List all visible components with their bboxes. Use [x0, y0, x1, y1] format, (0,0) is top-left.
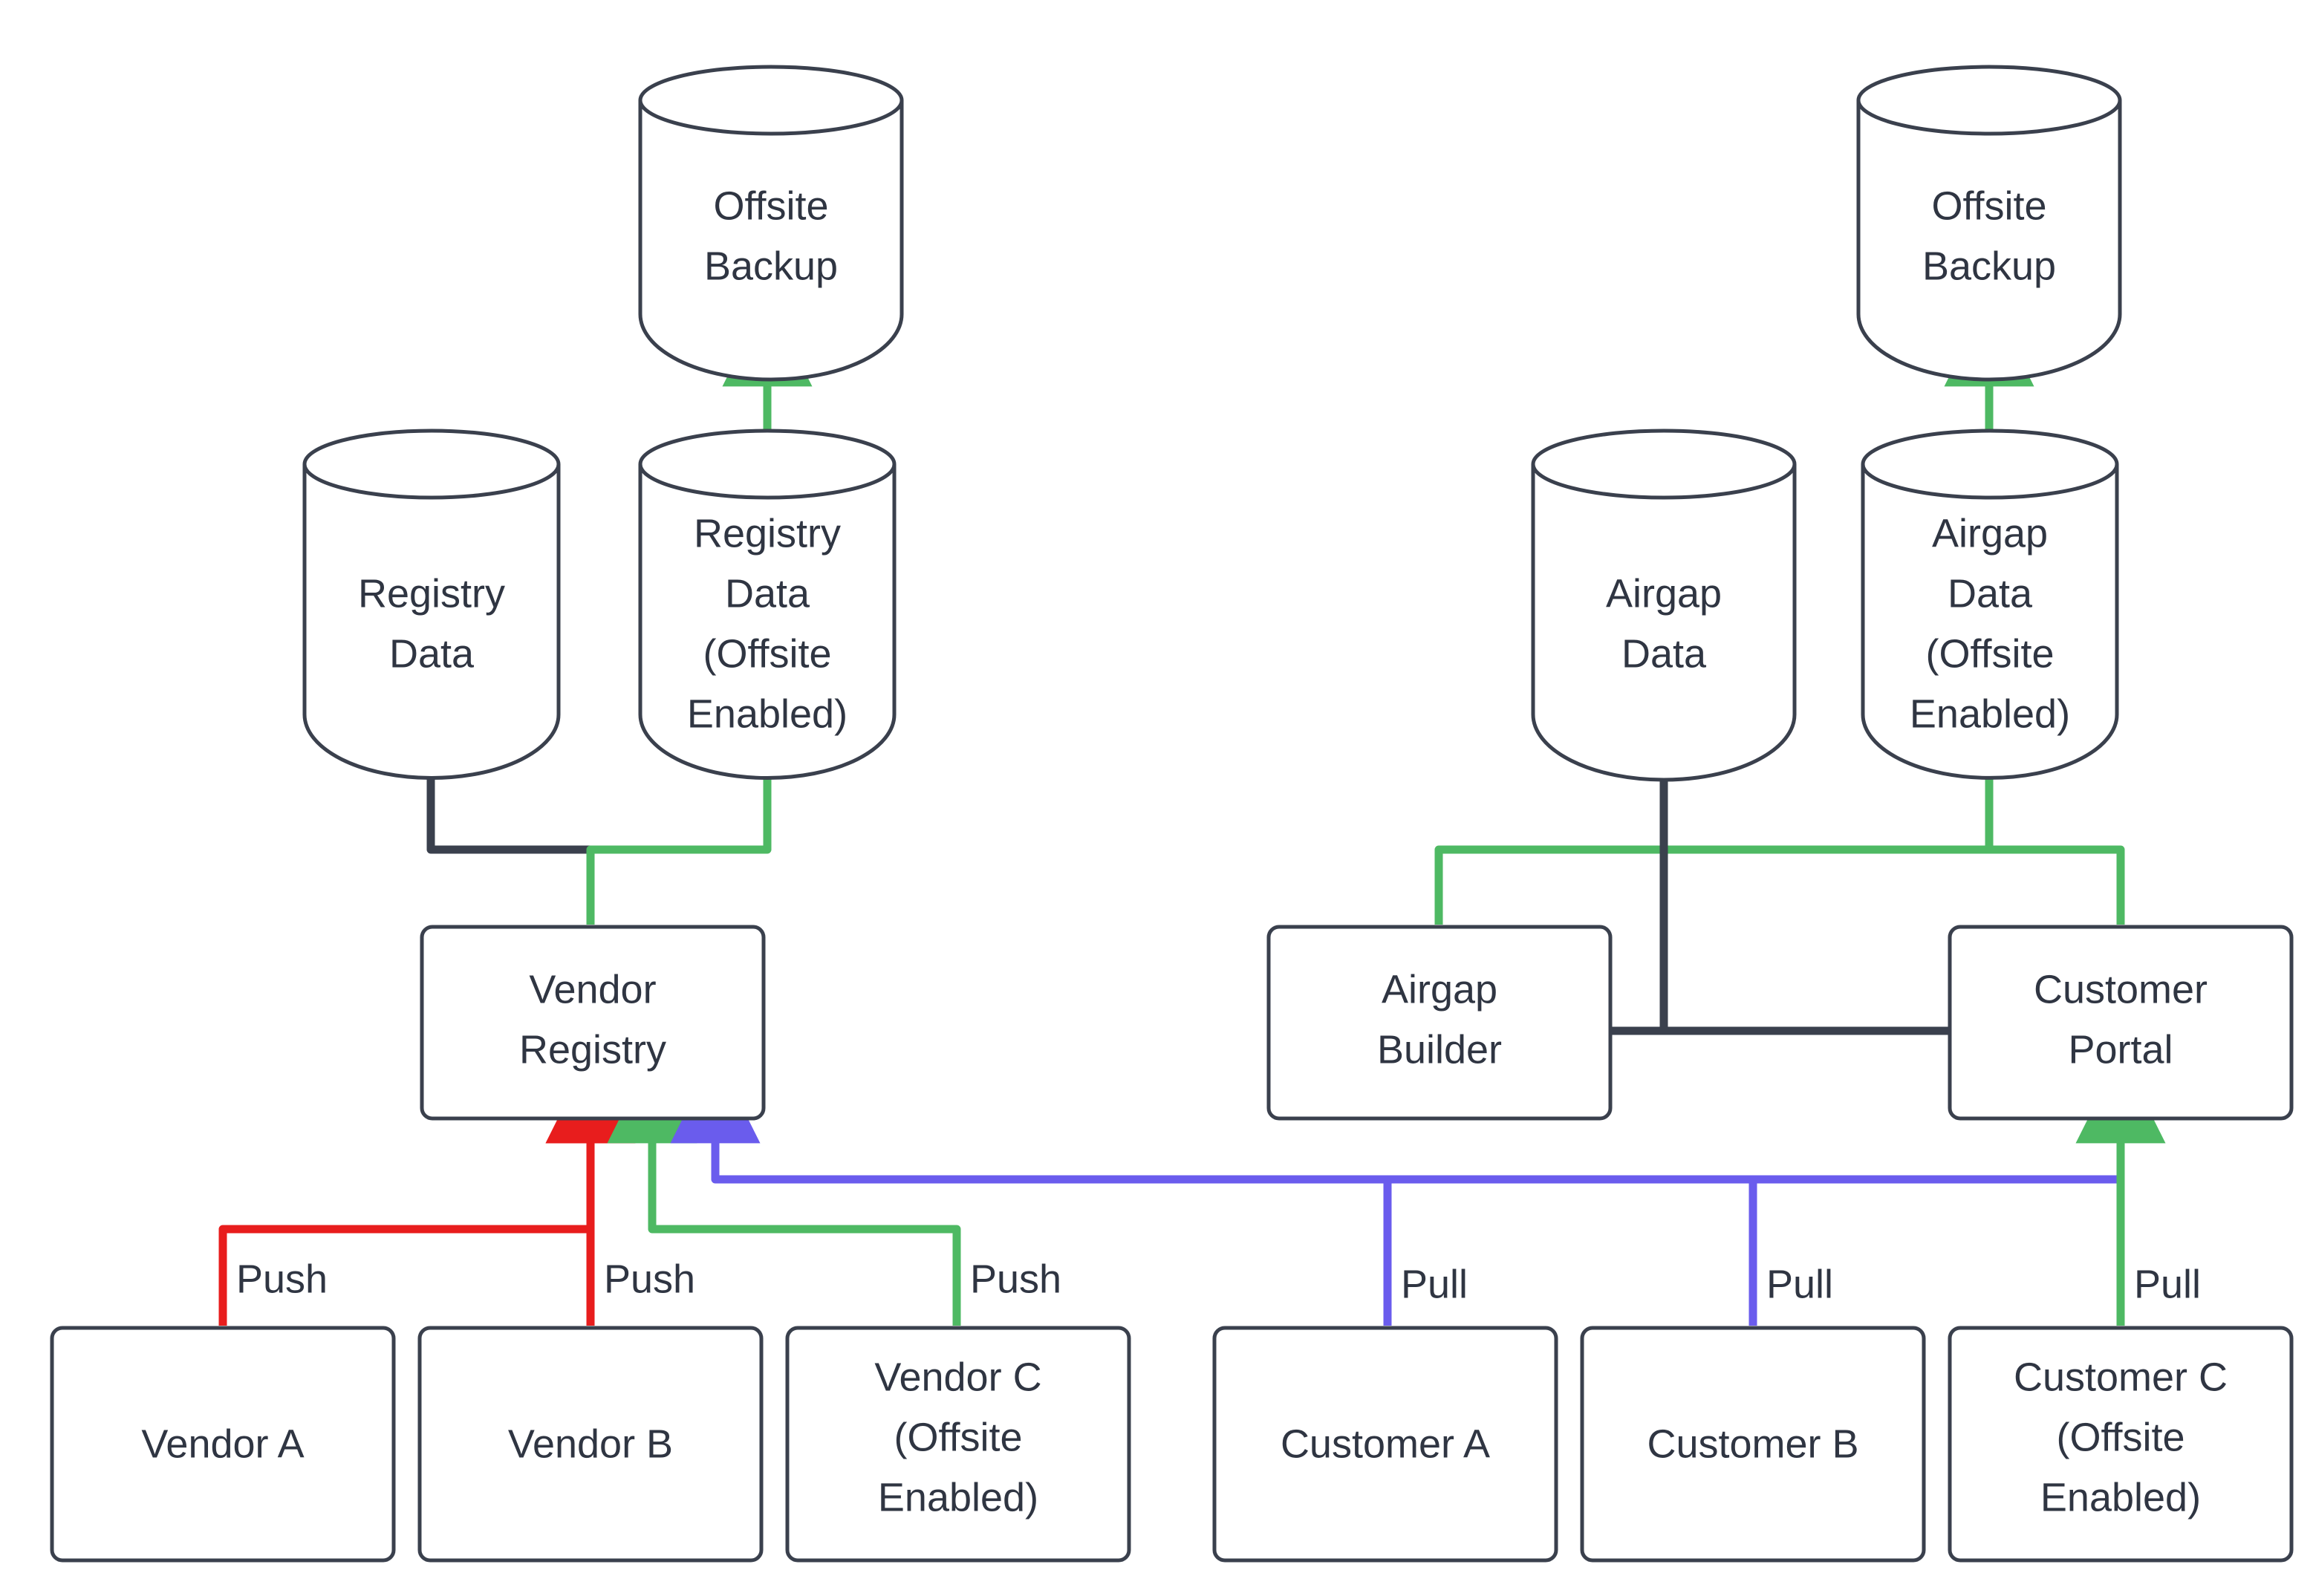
- edge-label-customer-b-pull: Pull: [1766, 1262, 1833, 1306]
- edge-vendor-registry-to-registry-data-offsite: [586, 678, 813, 925]
- edge-label-vendor-c-push: Push: [970, 1257, 1061, 1301]
- edge-label-customer-c-pull: Pull: [2134, 1262, 2201, 1306]
- node-registry-data[interactable]: Registry Data: [302, 429, 561, 780]
- node-airgap-builder-line2: Builder: [1377, 1027, 1502, 1072]
- node-customer-c-line2: (Offsite: [2056, 1415, 2184, 1459]
- node-offsite-backup-right-line2: Backup: [1922, 244, 2056, 288]
- node-vendor-a[interactable]: Vendor A: [50, 1326, 396, 1563]
- node-customer-portal-line1: Customer: [2034, 967, 2208, 1012]
- node-vendor-registry-line2: Registry: [519, 1027, 666, 1072]
- edge-vendor-registry-to-registry-data: [386, 678, 595, 925]
- node-offsite-backup-left-line2: Backup: [704, 244, 838, 288]
- node-registry-data-offsite[interactable]: Registry Data (Offsite Enabled): [638, 429, 897, 780]
- node-customer-b-line1: Customer B: [1647, 1421, 1858, 1466]
- node-registry-data-offsite-line3: (Offsite: [703, 631, 831, 676]
- edge-customer-portal-to-airgap-data: [1619, 678, 1953, 1035]
- node-offsite-backup-left[interactable]: Offsite Backup: [638, 65, 904, 382]
- node-customer-c[interactable]: Customer C (Offsite Enabled): [1948, 1326, 2294, 1563]
- node-airgap-data-line1: Airgap: [1606, 571, 1722, 616]
- edge-label-vendor-a-push: Push: [236, 1257, 328, 1301]
- node-vendor-c-line2: (Offsite: [894, 1415, 1022, 1459]
- node-airgap-builder[interactable]: Airgap Builder: [1266, 925, 1613, 1121]
- node-customer-a[interactable]: Customer A: [1212, 1326, 1558, 1563]
- node-vendor-c-line3: Enabled): [878, 1475, 1038, 1520]
- node-vendor-registry-line1: Vendor: [529, 967, 656, 1012]
- edge-customer-portal-to-vendor-registry: [670, 1053, 2125, 1184]
- node-customer-a-line1: Customer A: [1281, 1421, 1490, 1466]
- edge-customer-portal-to-airgap-data-offsite: [1944, 678, 2125, 925]
- node-vendor-c[interactable]: Vendor C (Offsite Enabled): [785, 1326, 1131, 1563]
- node-airgap-data-offsite[interactable]: Airgap Data (Offsite Enabled): [1861, 429, 2119, 780]
- node-airgap-data[interactable]: Airgap Data: [1531, 429, 1797, 782]
- node-customer-portal-line2: Portal: [2068, 1027, 2173, 1072]
- node-vendor-b[interactable]: Vendor B: [417, 1326, 764, 1563]
- node-airgap-data-offsite-line2: Data: [1948, 571, 2033, 616]
- node-registry-data-line1: Registry: [358, 571, 505, 616]
- edge-airgap-builder-to-airgap-data: [1608, 678, 1709, 1035]
- node-offsite-backup-left-line1: Offsite: [713, 183, 828, 228]
- node-airgap-builder-line1: Airgap: [1382, 967, 1497, 1012]
- edge-label-customer-a-pull: Pull: [1401, 1262, 1468, 1306]
- edge-airgap-builder-to-airgap-data-offsite: [1434, 678, 2034, 925]
- node-offsite-backup-right[interactable]: Offsite Backup: [1856, 65, 2122, 382]
- node-registry-data-offsite-line2: Data: [725, 571, 810, 616]
- node-registry-data-offsite-line4: Enabled): [687, 691, 848, 736]
- node-vendor-registry[interactable]: Vendor Registry: [420, 925, 766, 1121]
- node-customer-c-line1: Customer C: [2014, 1355, 2228, 1399]
- node-registry-data-offsite-line1: Registry: [694, 511, 841, 556]
- edge-label-vendor-b-push: Push: [604, 1257, 695, 1301]
- node-airgap-data-offsite-line3: (Offsite: [1925, 631, 2054, 676]
- node-airgap-data-offsite-line4: Enabled): [1910, 691, 2070, 736]
- node-customer-b[interactable]: Customer B: [1580, 1326, 1926, 1563]
- node-airgap-data-line2: Data: [1621, 631, 1707, 676]
- node-customer-c-line3: Enabled): [2040, 1475, 2201, 1520]
- node-vendor-c-line1: Vendor C: [874, 1355, 1041, 1399]
- node-vendor-b-line1: Vendor B: [508, 1421, 673, 1466]
- node-vendor-a-line1: Vendor A: [141, 1421, 304, 1466]
- node-airgap-data-offsite-line1: Airgap: [1932, 511, 2048, 556]
- node-customer-portal[interactable]: Customer Portal: [1948, 925, 2294, 1121]
- node-registry-data-line2: Data: [389, 631, 475, 676]
- edge-vendor-c-to-vendor-registry: [607, 1053, 961, 1326]
- node-offsite-backup-right-line1: Offsite: [1931, 183, 2046, 228]
